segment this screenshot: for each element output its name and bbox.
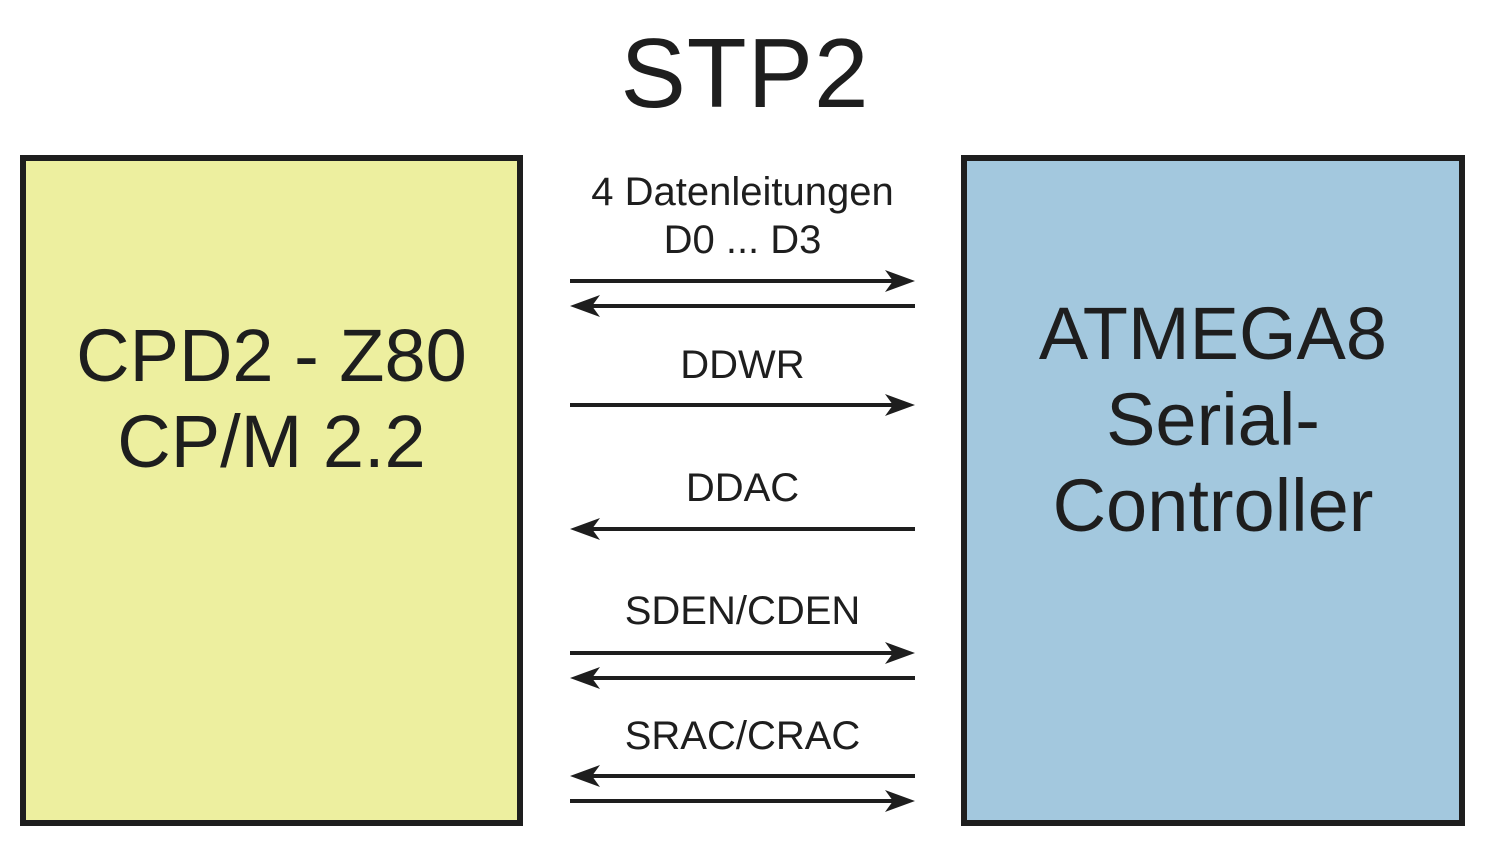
atmega8-block-text: ATMEGA8 Serial- Controller [967,291,1459,549]
signal-label-ddac-text: DDAC [685,466,800,510]
arrow-right-3-0 [570,642,915,664]
signal-label-data-lines-1: 4 Datenleitungen [591,170,894,214]
cpd2-block-text: CPD2 - Z80 CP/M 2.2 [26,313,517,485]
signal-label-srac-crac: SRAC/CRAC [560,712,925,760]
arrow-left-0-1 [570,295,915,317]
arrow-left-3-1 [570,667,915,689]
cpd2-block-line-2: CP/M 2.2 [117,400,426,483]
signal-label-ddwr-text: DDWR [680,343,805,387]
cpd2-block-line-1: CPD2 - Z80 [76,314,467,397]
atmega8-block: ATMEGA8 Serial- Controller [961,155,1465,826]
arrow-left-4-0 [570,765,915,787]
signal-label-srac-crac-text: SRAC/CRAC [624,714,861,758]
arrow-right-1-0 [570,394,915,416]
signal-label-ddwr: DDWR [560,341,925,389]
signal-label-sden-cden: SDEN/CDEN [560,587,925,635]
atmega8-block-line-3: Controller [1052,464,1374,547]
atmega8-block-line-2: Serial- [1106,378,1320,461]
signal-label-data-lines: 4 Datenleitungen D0 ... D3 [560,168,925,264]
arrow-left-2-0 [570,518,915,540]
cpd2-z80-block: CPD2 - Z80 CP/M 2.2 [20,155,523,826]
diagram-title: STP2 [620,18,870,128]
signal-label-sden-cden-text: SDEN/CDEN [624,589,861,633]
signal-label-ddac: DDAC [560,464,925,512]
arrow-right-0-0 [570,270,915,292]
atmega8-block-line-1: ATMEGA8 [1038,292,1388,375]
signal-label-data-lines-2: D0 ... D3 [663,218,822,262]
arrow-right-4-1 [570,790,915,812]
